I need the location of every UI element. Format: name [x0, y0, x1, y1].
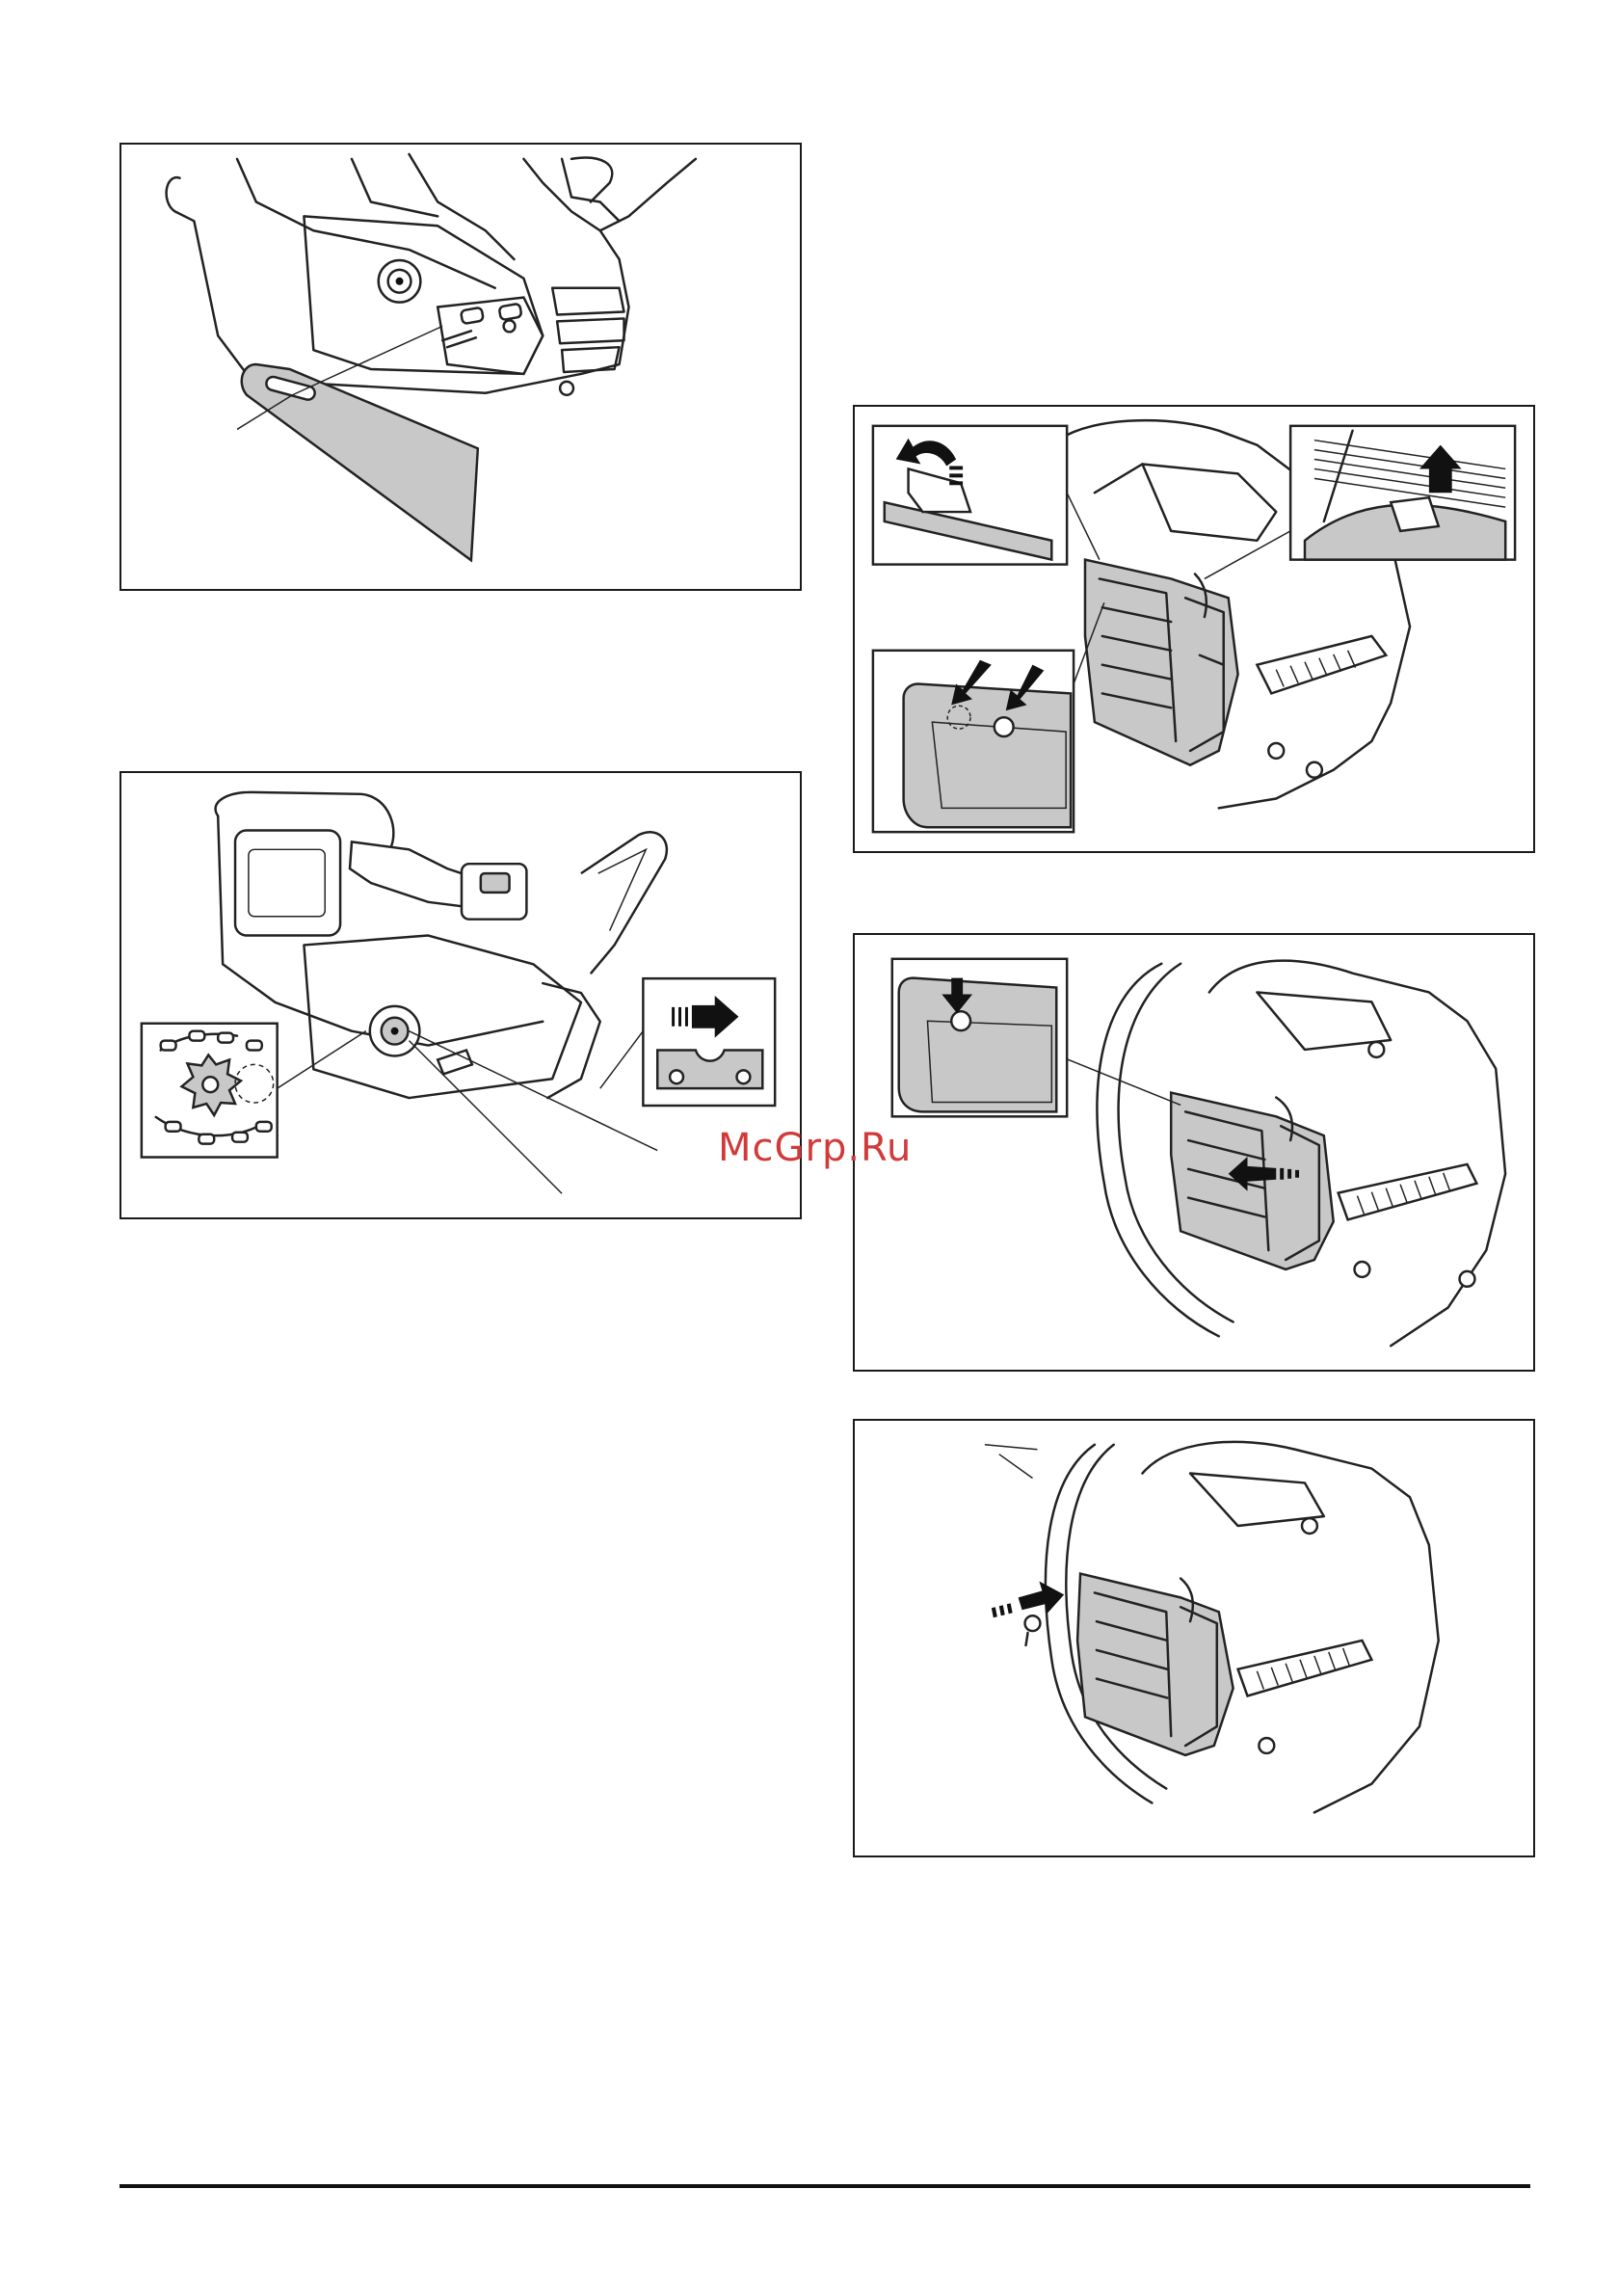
air-filter-remove-illustration	[855, 407, 1533, 851]
figure-saw-chain	[119, 771, 802, 1219]
watermark-text: McGrp.Ru	[718, 1126, 912, 1170]
guide-bar-illustration	[121, 145, 800, 589]
figure-guide-bar	[119, 143, 802, 591]
figure-air-filter-insert	[853, 933, 1535, 1372]
footer-rule	[119, 2184, 1530, 2188]
cover-screw-illustration	[855, 1421, 1533, 1855]
saw-chain-illustration	[121, 773, 800, 1217]
figure-air-filter-remove	[853, 405, 1535, 853]
air-filter-insert-illustration	[855, 935, 1533, 1370]
figure-cover-screw	[853, 1419, 1535, 1857]
